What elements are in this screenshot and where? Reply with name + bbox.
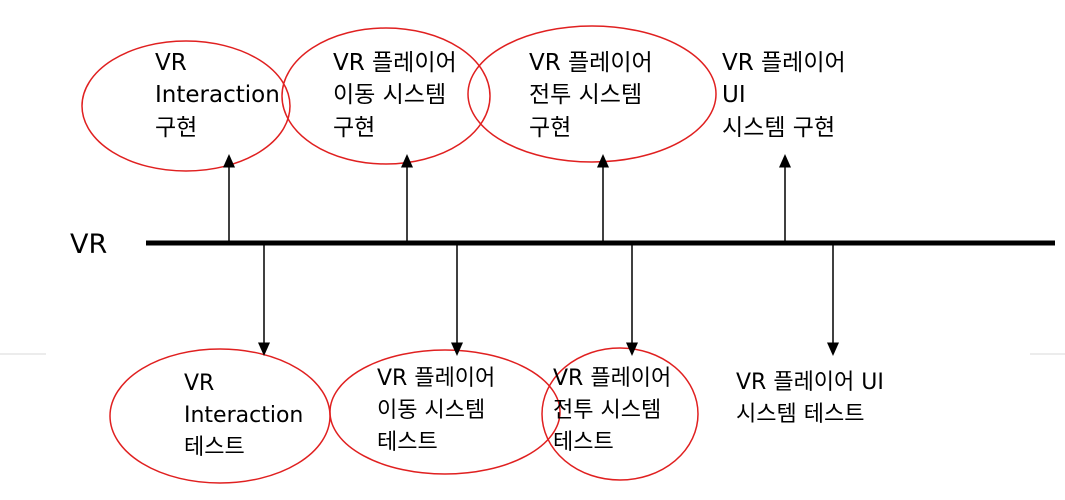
bottom-milestone-1: VR Interaction 테스트 — [109, 243, 331, 484]
milestone-label: VR 플레이어 이동 시스템 테스트 — [377, 366, 502, 455]
top-milestone-1: VR Interaction 구현 — [81, 40, 291, 243]
bottom-milestone-2: VR 플레이어 이동 시스템 테스트 — [329, 243, 561, 475]
milestone-label: VR 플레이어 전투 시스템 구현 — [529, 50, 660, 141]
timeline-label: VR — [70, 229, 107, 260]
milestone-label: VR 플레이어 이동 시스템 구현 — [333, 50, 464, 141]
milestone-label: VR Interaction 테스트 — [184, 371, 310, 460]
milestone-circle — [541, 347, 699, 481]
milestone-label: VR Interaction 구현 — [155, 50, 287, 141]
milestone-circle — [81, 40, 291, 172]
milestone-circle — [281, 27, 491, 165]
milestone-circle — [467, 25, 717, 163]
bottom-milestone-4: VR 플레이어 UI 시스템 테스트 — [736, 243, 891, 427]
top-milestone-2: VR 플레이어 이동 시스템 구현 — [281, 27, 491, 243]
milestone-circle — [329, 349, 561, 475]
milestone-label: VR 플레이어 UI 시스템 테스트 — [736, 370, 891, 427]
top-milestone-3: VR 플레이어 전투 시스템 구현 — [467, 25, 717, 243]
milestone-label: VR 플레이어 UI 시스템 구현 — [722, 50, 853, 141]
milestone-label: VR 플레이어 전투 시스템 테스트 — [553, 366, 678, 455]
top-milestone-4: VR 플레이어 UI 시스템 구현 — [722, 50, 853, 243]
bottom-milestone-3: VR 플레이어 전투 시스템 테스트 — [541, 243, 699, 481]
